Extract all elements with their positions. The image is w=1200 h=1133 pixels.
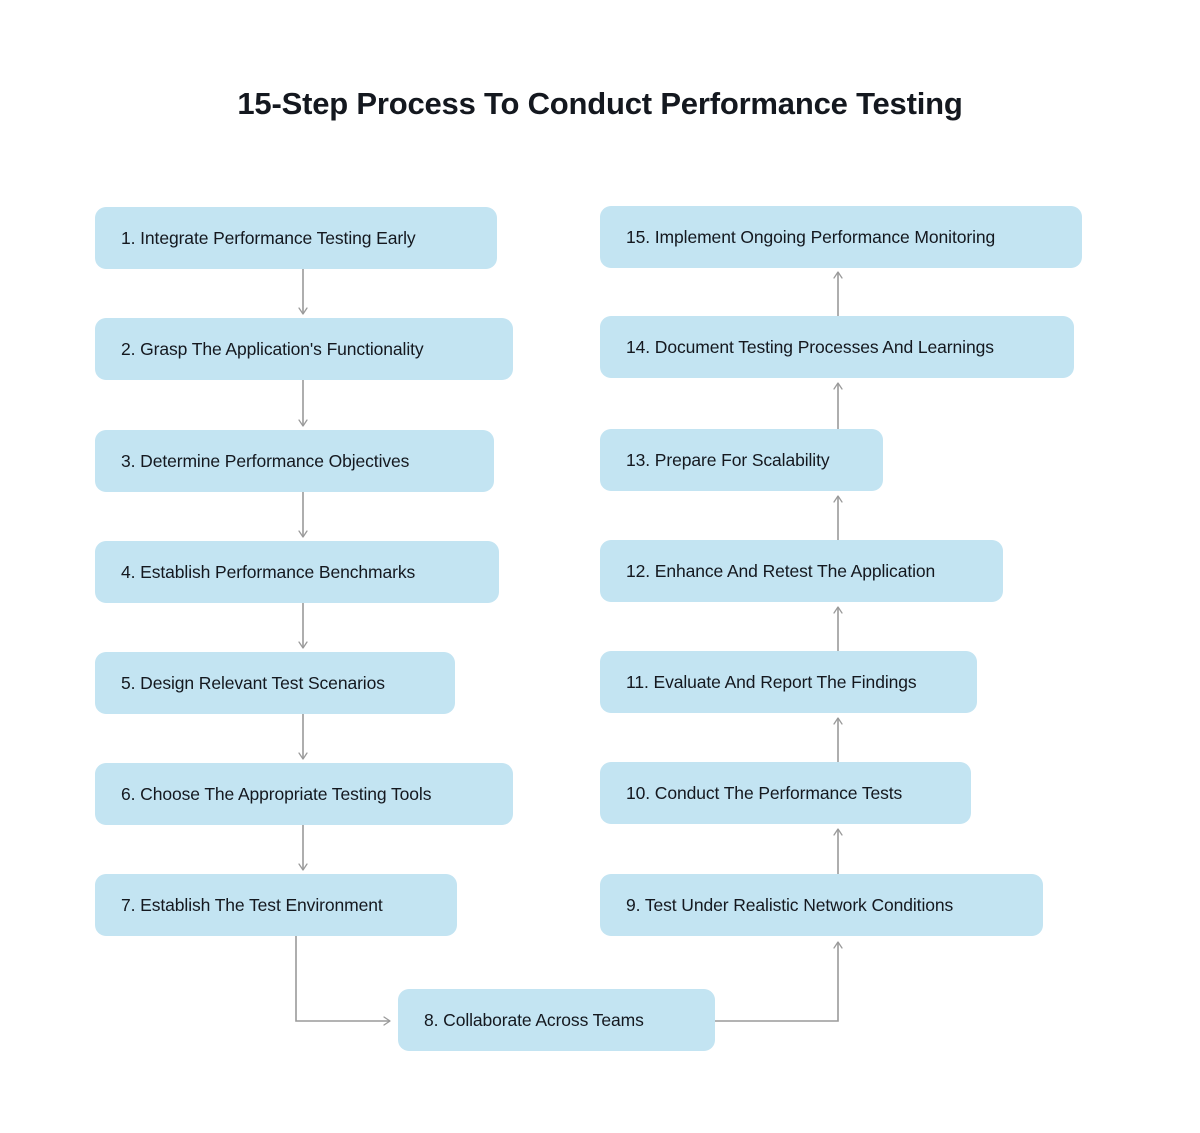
node-step9-label: 9. Test Under Realistic Network Conditio… (626, 894, 954, 915)
node-step9[interactable]: 9. Test Under Realistic Network Conditio… (600, 874, 1043, 936)
node-step11-label: 11. Evaluate And Report The Findings (626, 671, 917, 692)
node-step10-label: 10. Conduct The Performance Tests (626, 782, 903, 803)
node-step3-label: 3. Determine Performance Objectives (121, 450, 410, 471)
page-title: 15-Step Process To Conduct Performance T… (237, 86, 963, 121)
node-step8-label: 8. Collaborate Across Teams (424, 1009, 644, 1030)
node-step2[interactable]: 2. Grasp The Application's Functionality (95, 318, 513, 380)
node-step7[interactable]: 7. Establish The Test Environment (95, 874, 457, 936)
node-step11[interactable]: 11. Evaluate And Report The Findings (600, 651, 977, 713)
node-step6[interactable]: 6. Choose The Appropriate Testing Tools (95, 763, 513, 825)
edge-step8-step9 (715, 941, 843, 1022)
node-step10[interactable]: 10. Conduct The Performance Tests (600, 762, 971, 824)
node-step14[interactable]: 14. Document Testing Processes And Learn… (600, 316, 1074, 378)
node-step6-label: 6. Choose The Appropriate Testing Tools (121, 783, 432, 804)
node-step3[interactable]: 3. Determine Performance Objectives (95, 430, 494, 492)
node-step5-label: 5. Design Relevant Test Scenarios (121, 672, 385, 693)
node-step8[interactable]: 8. Collaborate Across Teams (398, 989, 715, 1051)
node-step13-label: 13. Prepare For Scalability (626, 449, 830, 470)
node-step13[interactable]: 13. Prepare For Scalability (600, 429, 883, 491)
node-step5[interactable]: 5. Design Relevant Test Scenarios (95, 652, 455, 714)
node-step1-label: 1. Integrate Performance Testing Early (121, 227, 416, 248)
node-step4-label: 4. Establish Performance Benchmarks (121, 561, 416, 582)
node-step7-label: 7. Establish The Test Environment (121, 894, 383, 915)
edge-step7-step8 (295, 936, 391, 1026)
node-step4[interactable]: 4. Establish Performance Benchmarks (95, 541, 499, 603)
node-step2-label: 2. Grasp The Application's Functionality (121, 338, 424, 359)
node-step14-label: 14. Document Testing Processes And Learn… (626, 336, 994, 357)
node-step12-label: 12. Enhance And Retest The Application (626, 560, 936, 581)
node-step15-label: 15. Implement Ongoing Performance Monito… (626, 226, 996, 247)
node-step15[interactable]: 15. Implement Ongoing Performance Monito… (600, 206, 1082, 268)
node-step12[interactable]: 12. Enhance And Retest The Application (600, 540, 1003, 602)
node-step1[interactable]: 1. Integrate Performance Testing Early (95, 207, 497, 269)
